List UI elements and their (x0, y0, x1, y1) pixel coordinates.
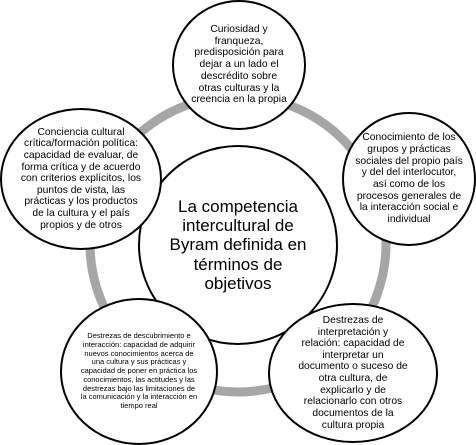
left-text: Conciencia cultural crítica/formación po… (20, 126, 142, 231)
top-circle: Curiosidad y franqueza, predisposición p… (172, 0, 306, 130)
left-circle: Conciencia cultural crítica/formación po… (0, 108, 162, 250)
top-text: Curiosidad y franqueza, predisposición p… (191, 23, 287, 106)
bottom-right-text: Destrezas de interpretación y relación: … (298, 314, 408, 431)
bottom-left-text: Destrezas de descubrimiento e interacció… (80, 331, 198, 411)
right-text: Conocimiento de los grupos y prácticas s… (355, 132, 463, 226)
center-text: La competencia intercultural de Byram de… (169, 197, 307, 293)
right-circle: Conocimiento de los grupos y prácticas s… (342, 112, 476, 246)
bottom-left-circle: Destrezas de descubrimiento e interacció… (60, 298, 218, 445)
bottom-right-circle: Destrezas de interpretación y relación: … (268, 303, 438, 443)
